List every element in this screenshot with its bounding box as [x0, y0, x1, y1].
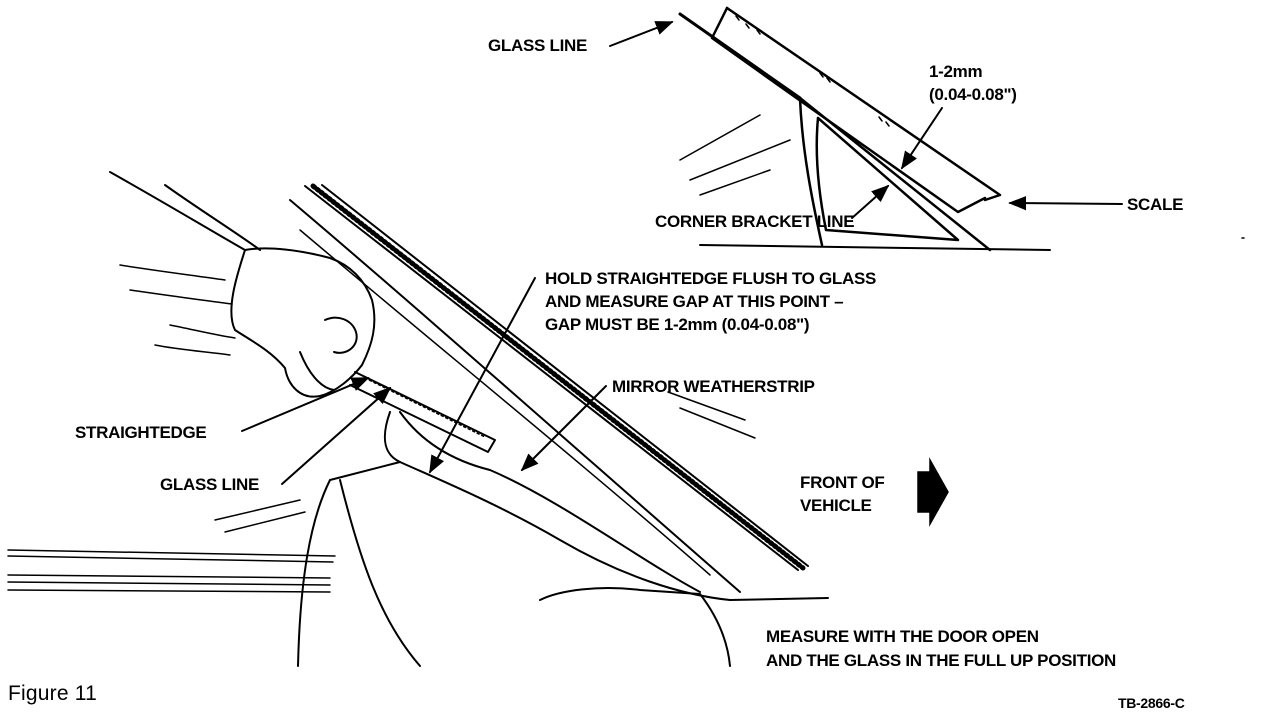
glass-line-top-leader	[609, 21, 674, 47]
corner-bracket-line-label: CORNER BRACKET LINE	[655, 212, 854, 231]
mirror-weatherstrip-leader	[520, 385, 607, 472]
instruction-line-3: GAP MUST BE 1-2mm (0.04-0.08")	[545, 315, 809, 334]
glass-line-bottom-label: GLASS LINE	[160, 475, 259, 494]
straightedge-label: STRAIGHTEDGE	[75, 423, 206, 442]
corner-bracket	[679, 96, 1051, 252]
scale-leader	[1008, 195, 1123, 211]
scale-ruler	[710, 6, 1002, 214]
front-of-vehicle-line-2: VEHICLE	[800, 496, 872, 515]
figure-caption: Figure 11	[8, 682, 97, 705]
glass-line-bottom-leader	[281, 386, 392, 485]
instruction-leader	[429, 277, 536, 474]
front-arrow-icon	[917, 457, 949, 527]
measurement-inches-label: (0.04-0.08")	[929, 85, 1017, 104]
inset-detail: GLASS LINE 1-2mm (0.04-0.08") SCALE CORN…	[488, 6, 1245, 252]
glass-line-top-label: GLASS LINE	[488, 36, 587, 55]
door-panel	[7, 549, 336, 593]
measurement-mm-label: 1-2mm	[929, 62, 982, 81]
instruction-line-2: AND MEASURE GAP AT THIS POINT –	[545, 292, 843, 311]
note-line-1: MEASURE WITH THE DOOR OPEN	[766, 627, 1039, 646]
mirror-weatherstrip	[289, 183, 809, 593]
door-glass	[214, 391, 829, 667]
measurement-arrow-lower	[851, 184, 890, 219]
scale-label: SCALE	[1127, 195, 1183, 214]
main-illustration: HOLD STRAIGHTEDGE FLUSH TO GLASS AND MEA…	[7, 171, 1116, 670]
instruction-line-1: HOLD STRAIGHTEDGE FLUSH TO GLASS	[545, 269, 876, 288]
front-of-vehicle-line-1: FRONT OF	[800, 473, 884, 492]
measurement-arrow-upper	[901, 107, 943, 170]
straightedge-leader	[241, 377, 370, 432]
figure-code: TB-2866-C	[1118, 695, 1185, 711]
mirror-weatherstrip-label: MIRROR WEATHERSTRIP	[612, 377, 815, 396]
note-line-2: AND THE GLASS IN THE FULL UP POSITION	[766, 651, 1116, 670]
hand	[109, 171, 376, 398]
straightedge-bar	[349, 371, 496, 453]
glass-edge	[678, 12, 802, 100]
